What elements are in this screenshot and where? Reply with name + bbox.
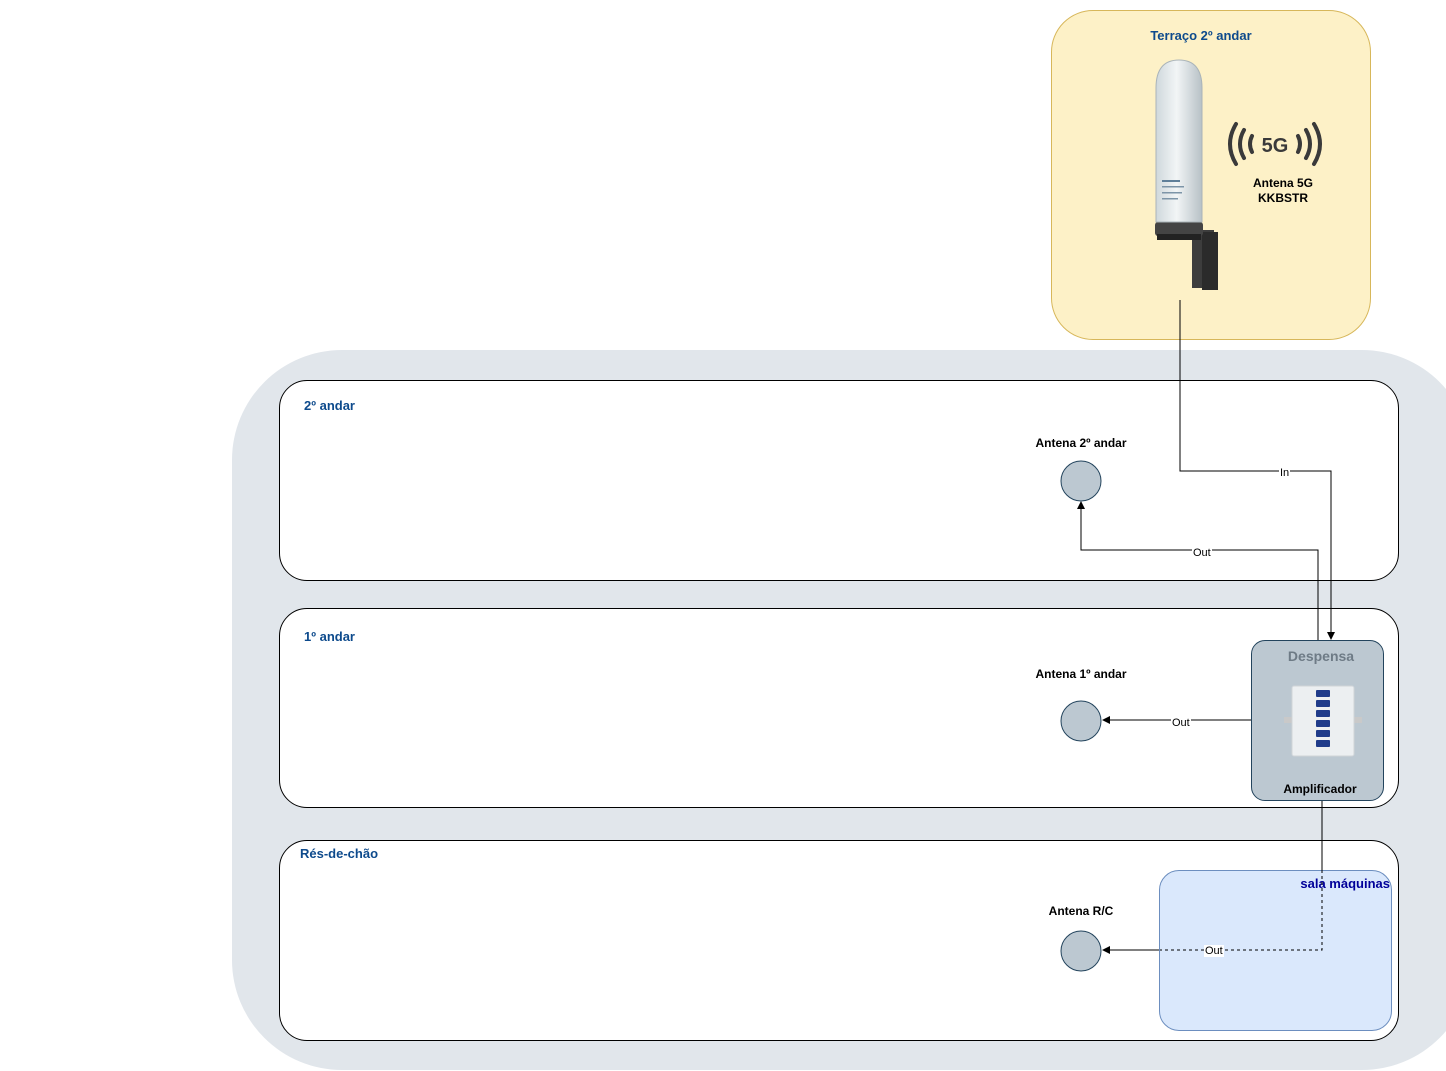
ground-floor-title: Rés-de-chão: [300, 846, 379, 861]
floor-1-title: 1º andar: [304, 629, 355, 644]
amplifier-label: Amplificador: [1283, 782, 1357, 796]
amplifier-icon: [1284, 685, 1362, 757]
antenna-2-label: Antena 2º andar: [1035, 436, 1127, 450]
signal-5g-icon: 5G: [1228, 122, 1322, 166]
antenna-5g-label-line2: KKBSTR: [1258, 191, 1308, 205]
antenna-5g-label-line1: Antena 5G: [1252, 176, 1313, 190]
antenna-rc-label: Antena R/C: [1048, 904, 1114, 918]
antenna-1-node: [1060, 700, 1102, 742]
signal-5g-text: 5G: [1262, 135, 1289, 157]
connector-out-rc-dashed: [1160, 870, 1323, 951]
pantry-title: Despensa: [1287, 648, 1355, 664]
floor-2-box: [279, 380, 1399, 581]
edge-label-out-floor-1: Out: [1171, 717, 1191, 729]
antenna-rc-node: [1060, 930, 1102, 972]
outdoor-antenna-icon: [1155, 59, 1218, 290]
antenna-1-label: Antena 1º andar: [1035, 667, 1127, 681]
edge-label-in: In: [1279, 467, 1291, 479]
connector-out-floor-2: [1077, 501, 1319, 640]
floor-2-title: 2º andar: [304, 398, 355, 413]
edge-label-out-floor-2: Out: [1192, 547, 1212, 559]
machine-room-title: sala máquinas: [1300, 876, 1390, 891]
edge-label-out-rc: Out: [1204, 945, 1224, 957]
antenna-2-node: [1060, 460, 1102, 502]
antenna-5g-label: Antena 5G KKBSTR: [1228, 176, 1338, 206]
terrace-title: Terraço 2º andar: [1150, 28, 1252, 43]
floor-1-box: [279, 608, 1399, 808]
connector-in: [1179, 300, 1335, 640]
